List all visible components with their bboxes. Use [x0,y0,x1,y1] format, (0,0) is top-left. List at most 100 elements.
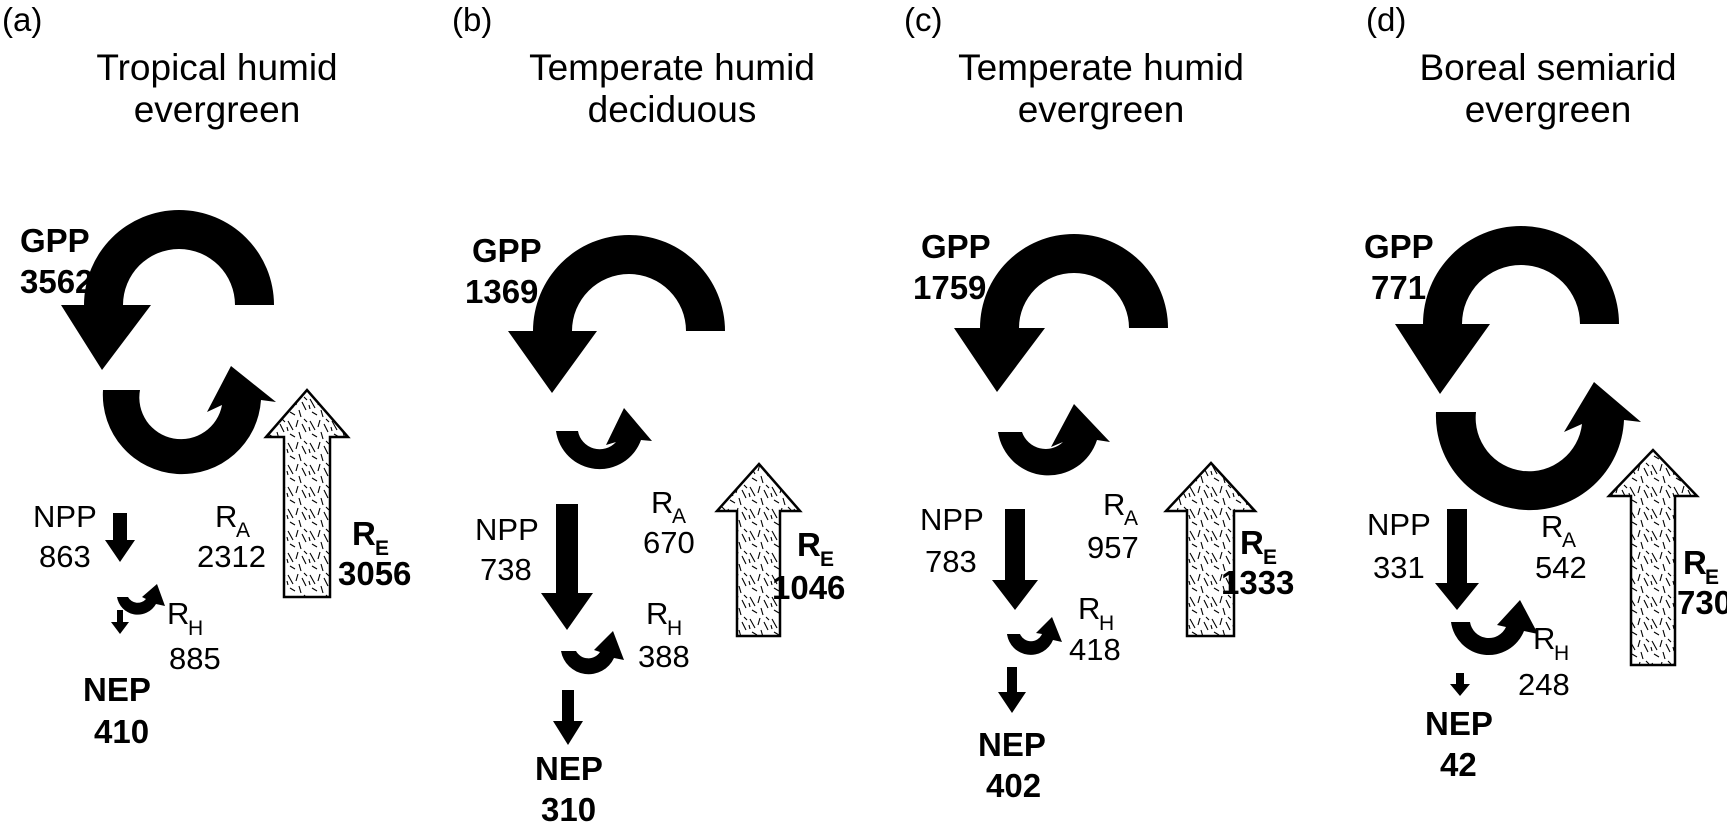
panel-title-line2: deciduous [588,89,757,130]
gpp-label: GPP [921,228,991,265]
nep-arrow [1450,673,1470,696]
re-label: R [352,515,376,552]
gpp-value: 1369 [465,273,538,310]
ra-subscript: A [1124,507,1138,530]
rh-subscript: H [1099,612,1114,635]
panel-label: (a) [2,1,42,38]
re-value: 3056 [338,555,411,592]
re-subscript: E [1263,546,1277,569]
re-arrow [1606,448,1700,667]
ra-arrow [556,408,652,470]
re-label: R [797,526,821,563]
rh-subscript: H [1554,642,1569,665]
ra-label: R [651,485,673,520]
nep-label: NEP [535,750,603,787]
re-label: R [1683,544,1707,581]
rh-arrow [1451,600,1538,656]
rh-arrow [1007,617,1062,655]
nep-arrow [553,690,583,745]
panel-title-line1: Tropical humid [96,47,337,88]
ra-subscript: A [236,519,250,542]
panel-b: (b) Temperate humid deciduous GPP 1369 N… [452,1,845,828]
ra-value: 670 [643,525,695,560]
re-subscript: E [820,548,834,571]
rh-subscript: H [667,617,682,640]
ra-arrow [102,366,276,475]
nep-value: 42 [1440,746,1477,783]
ra-arrow [1435,382,1641,511]
npp-label: NPP [1367,507,1431,542]
panel-label: (d) [1366,1,1406,38]
re-arrow [714,462,803,638]
rh-arrow [561,631,624,675]
npp-value: 783 [925,544,977,579]
panel-label: (c) [904,1,942,38]
panel-label: (b) [452,1,492,38]
re-subscript: E [375,537,389,560]
npp-arrow [541,504,593,630]
npp-label: NPP [475,512,539,547]
nep-label: NEP [978,726,1046,763]
nep-value: 410 [94,713,149,750]
re-value: 1046 [772,569,845,606]
panel-title-line2: evergreen [134,89,301,130]
npp-label: NPP [33,499,97,534]
ra-label: R [1541,509,1563,544]
rh-label: R [646,596,668,631]
re-arrow [263,388,351,599]
rh-value: 418 [1069,632,1121,667]
re-value: 1333 [1221,564,1294,601]
gpp-value: 1759 [913,269,986,306]
rh-arrow [117,584,165,615]
re-value: 730 [1677,584,1727,621]
nep-arrow [998,667,1026,713]
npp-arrow [992,509,1038,610]
rh-label: R [167,596,189,631]
panel-title-line2: evergreen [1465,89,1632,130]
npp-value: 331 [1373,550,1425,585]
gpp-label: GPP [1364,228,1434,265]
rh-subscript: H [188,617,203,640]
rh-value: 388 [638,639,690,674]
npp-label: NPP [920,502,984,537]
gpp-arrow [508,235,725,393]
ra-subscript: A [672,505,686,528]
ra-label: R [1103,487,1125,522]
panel-title-line1: Temperate humid [529,47,815,88]
ra-label: R [215,499,237,534]
ra-value: 957 [1087,530,1139,565]
re-label: R [1240,524,1264,561]
nep-value: 310 [541,791,596,827]
panel-d: (d) Boreal semiarid evergreen GPP 771 NP… [1364,1,1727,783]
gpp-arrow [954,234,1168,392]
gpp-arrow [1395,226,1619,394]
panel-title-line1: Temperate humid [958,47,1244,88]
gpp-value: 771 [1371,269,1426,306]
panel-title-line2: evergreen [1018,89,1185,130]
ra-arrow [998,404,1110,476]
ra-value: 542 [1535,550,1587,585]
npp-arrow [105,513,135,562]
npp-value: 738 [480,552,532,587]
gpp-label: GPP [472,232,542,269]
npp-arrow [1435,509,1479,610]
nep-arrow [111,610,129,634]
rh-value: 885 [169,641,221,676]
nep-label: NEP [1425,705,1493,742]
ra-subscript: A [1562,529,1576,552]
panel-title-line1: Boreal semiarid [1419,47,1676,88]
panel-c: (c) Temperate humid evergreen GPP 1759 N… [904,1,1294,804]
gpp-arrow [61,210,274,370]
npp-value: 863 [39,539,91,574]
gpp-label: GPP [20,222,90,259]
nep-label: NEP [83,671,151,708]
rh-value: 248 [1518,667,1570,702]
ra-value: 2312 [197,539,266,574]
nep-value: 402 [986,767,1041,804]
gpp-value: 3562 [20,263,93,300]
rh-label: R [1533,621,1555,656]
re-subscript: E [1705,566,1719,589]
re-arrow [1163,461,1258,638]
